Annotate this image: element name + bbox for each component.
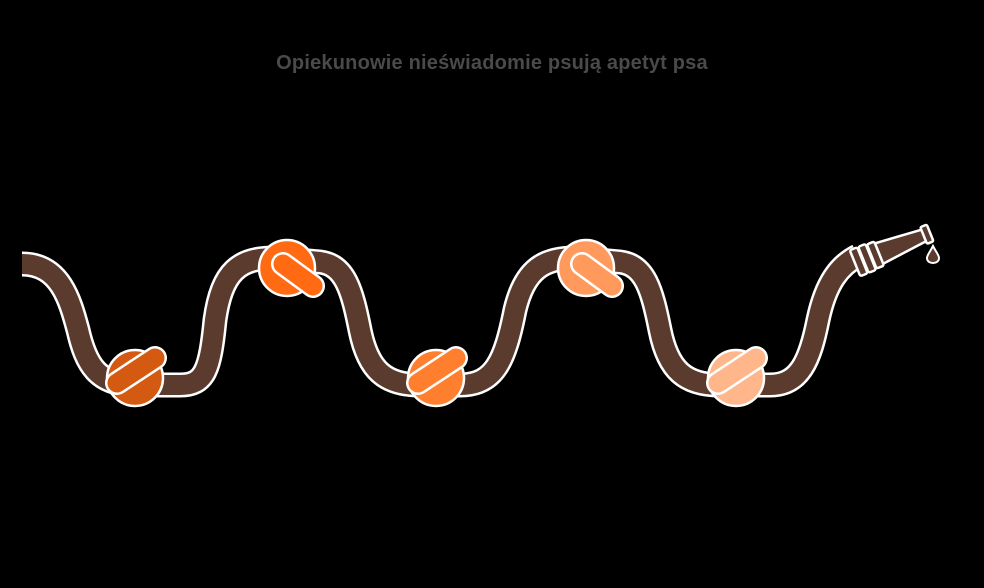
- nozzle-icon: [849, 223, 935, 277]
- diagram-title: Opiekunowie nieświadomie psują apetyt ps…: [276, 52, 708, 74]
- knot-4-icon: [556, 238, 624, 298]
- knot-1-icon: [105, 346, 167, 408]
- water-drop-icon: [925, 243, 941, 265]
- knot-3-icon: [406, 346, 468, 408]
- knot-2-icon: [257, 238, 325, 298]
- knot-5-icon: [706, 346, 768, 408]
